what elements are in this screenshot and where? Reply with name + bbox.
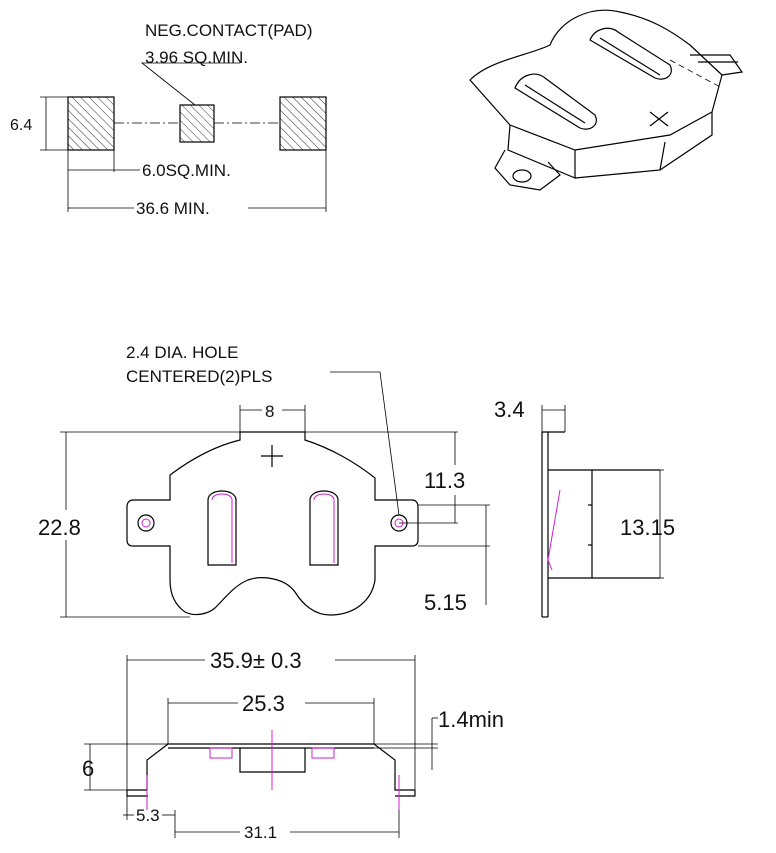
height-label: 6 bbox=[82, 756, 94, 781]
tab-width-label: 8 bbox=[265, 402, 274, 421]
lead-span-label: 31.1 bbox=[244, 823, 277, 842]
neg-contact-size: 3.96 SQ.MIN. bbox=[145, 48, 248, 67]
hole-offset-top-label: 11.3 bbox=[424, 468, 465, 493]
right-pad bbox=[279, 96, 327, 151]
front-view: 35.9± 0.3 25.3 1.4min 6 5.3 31.1 bbox=[82, 648, 504, 842]
pad-size-label: 6.0SQ.MIN. bbox=[142, 161, 231, 180]
isometric-view bbox=[469, 9, 744, 191]
neg-contact-label: NEG.CONTACT(PAD) bbox=[145, 21, 312, 40]
overall-width-label: 35.9± 0.3 bbox=[210, 648, 302, 673]
left-pad bbox=[67, 96, 115, 151]
lead-offset-label: 5.3 bbox=[136, 806, 160, 825]
pad-span-label: 36.6 MIN. bbox=[136, 199, 210, 218]
pad-layout-view: NEG.CONTACT(PAD) 3.96 SQ.MIN. 6.4 6.0SQ.… bbox=[10, 21, 327, 218]
hole-offset-bottom-label: 5.15 bbox=[424, 590, 467, 615]
pad-height-label: 6.4 bbox=[10, 117, 32, 134]
overall-height-label: 22.8 bbox=[38, 515, 81, 540]
hole-callout-line2: CENTERED(2)PLS bbox=[126, 367, 272, 386]
side-view: 3.4 13.15 bbox=[494, 397, 675, 618]
center-pad bbox=[179, 104, 215, 143]
body-height-label: 13.15 bbox=[620, 515, 675, 540]
top-view: 2.4 DIA. HOLE CENTERED(2)PLS 8 22.8 11.3… bbox=[38, 343, 490, 618]
inner-width-label: 25.3 bbox=[242, 691, 285, 716]
hole-callout-line1: 2.4 DIA. HOLE bbox=[126, 343, 238, 362]
lead-width-label: 3.4 bbox=[494, 397, 525, 422]
clearance-label: 1.4min bbox=[438, 707, 504, 732]
